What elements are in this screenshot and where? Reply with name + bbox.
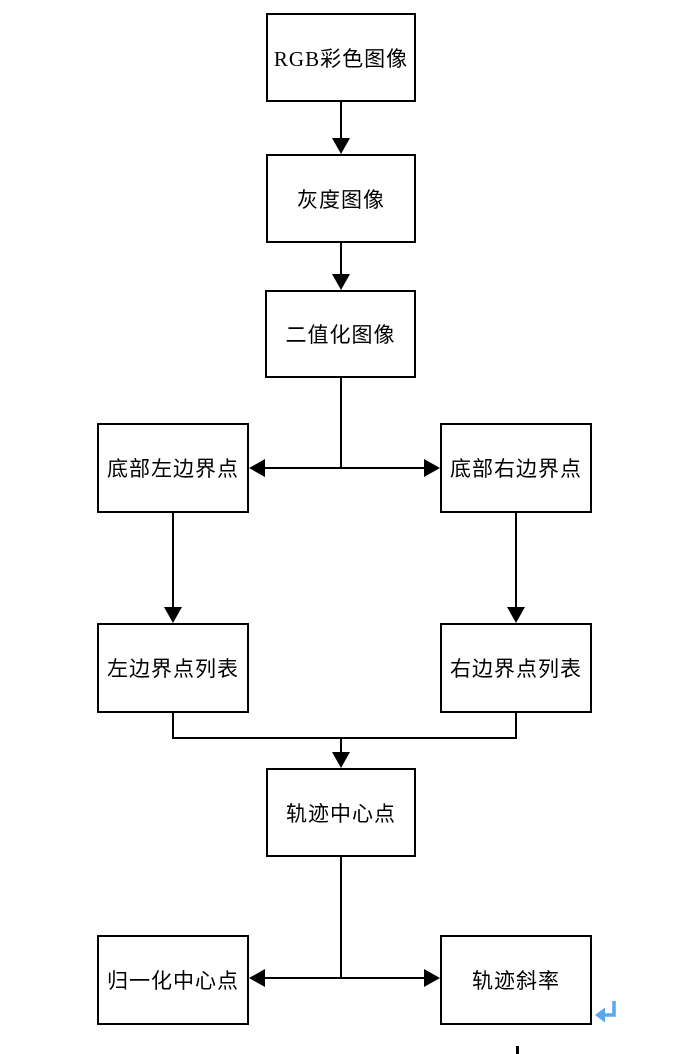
- connector-leftlist-drop: [172, 713, 174, 739]
- connector-binary-split-bar: [263, 467, 426, 469]
- connector-center-split-bar: [263, 977, 426, 979]
- line-break-return-icon: [595, 1001, 616, 1023]
- connector-rgb-to-gray: [340, 102, 342, 140]
- arrowhead-down-icon: [332, 138, 350, 154]
- node-binary-image: 二值化图像: [265, 290, 416, 378]
- node-rgb-image: RGB彩色图像: [266, 13, 416, 102]
- node-right-boundary-list: 右边界点列表: [440, 623, 592, 713]
- arrowhead-down-icon: [507, 607, 525, 623]
- connector-binary-split-stem: [340, 378, 342, 469]
- connector-merge-bar: [172, 737, 517, 739]
- connector-rightlist-drop: [515, 713, 517, 739]
- arrowhead-left-icon: [249, 459, 265, 477]
- arrowhead-right-icon: [424, 969, 440, 987]
- node-track-slope: 轨迹斜率: [440, 935, 592, 1025]
- connector-bottomright-to-rightlist: [515, 513, 517, 609]
- connector-center-split-stem: [340, 857, 342, 979]
- connector-gray-to-binary: [340, 243, 342, 276]
- arrowhead-right-icon: [424, 459, 440, 477]
- arrowhead-down-icon: [164, 607, 182, 623]
- node-bottom-left-boundary: 底部左边界点: [97, 423, 249, 513]
- clipped-text-mark: [516, 1046, 519, 1054]
- arrowhead-down-icon: [332, 274, 350, 290]
- node-left-boundary-list: 左边界点列表: [97, 623, 249, 713]
- node-normalized-center: 归一化中心点: [97, 935, 249, 1025]
- connector-merge-stub: [340, 737, 342, 754]
- node-gray-image: 灰度图像: [266, 154, 416, 243]
- arrowhead-left-icon: [249, 969, 265, 987]
- node-bottom-right-boundary: 底部右边界点: [440, 423, 592, 513]
- connector-bottomleft-to-leftlist: [172, 513, 174, 609]
- arrowhead-down-icon: [332, 752, 350, 768]
- node-track-center: 轨迹中心点: [266, 768, 416, 857]
